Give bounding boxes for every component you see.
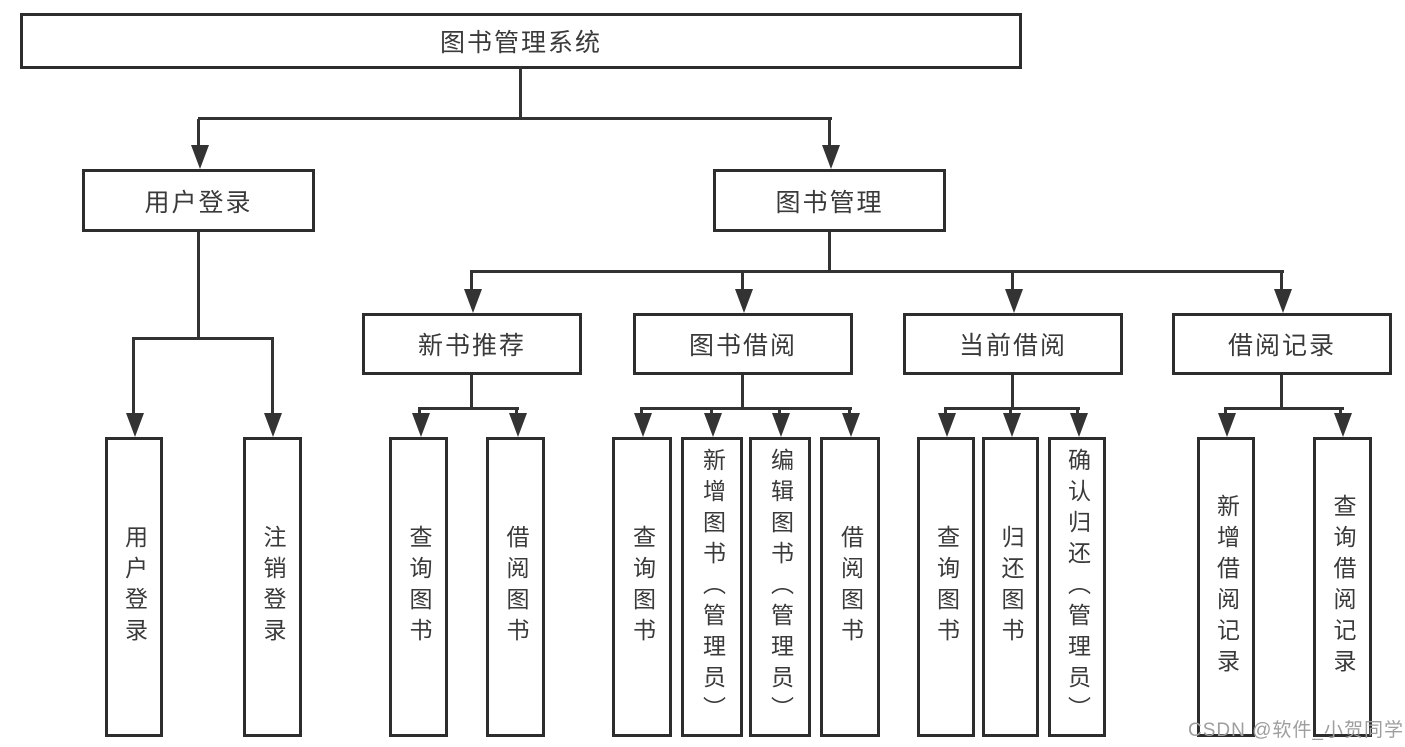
node-leaf-borrow-book-2: 借阅图书 [820, 437, 880, 737]
node-leaf-logout: 注销登录 [243, 437, 302, 737]
connector-arrow-stem [197, 119, 200, 149]
arrowhead-down-icon [735, 289, 753, 313]
connector-stem [470, 375, 473, 409]
arrowhead-down-icon [822, 145, 840, 169]
arrowhead-down-icon [704, 413, 722, 437]
watermark-text: CSDN @软件_小贺同学 [1188, 720, 1404, 741]
connector-stem [1280, 375, 1283, 409]
connector-arrow-stem [1011, 272, 1014, 292]
connector-branch-line [418, 407, 519, 410]
connector-branch-line [944, 407, 1080, 410]
node-label: 借阅图书 [837, 525, 864, 649]
node-leaf-add-book-admin: 新增图书（管理员） [681, 437, 743, 737]
arrowhead-down-icon [938, 413, 956, 437]
arrowhead-down-icon [1003, 413, 1021, 437]
node-leaf-query-borrow-record: 查询借阅记录 [1313, 437, 1372, 737]
node-label: 查询图书 [933, 525, 960, 649]
node-label: 注销登录 [260, 525, 286, 649]
node-borrow-records: 借阅记录 [1172, 313, 1392, 375]
node-label: 用户登录 [121, 525, 148, 649]
connector-stem [741, 375, 744, 409]
arrowhead-down-icon [412, 413, 430, 437]
arrowhead-down-icon [509, 413, 527, 437]
node-book-borrow: 图书借阅 [633, 313, 853, 375]
node-leaf-add-borrow-record: 新增借阅记录 [1197, 437, 1255, 737]
arrowhead-down-icon [772, 413, 790, 437]
node-label: 查询借阅记录 [1330, 494, 1356, 680]
connector-arrow-stem [741, 272, 744, 292]
connector-arrow-stem [1280, 272, 1283, 292]
connector-stem [1011, 375, 1014, 409]
connector-branch-line [470, 270, 1284, 273]
node-label: 归还图书 [998, 525, 1024, 649]
node-label: 确认归还（管理员） [1064, 447, 1091, 727]
arrowhead-down-icon [1274, 289, 1292, 313]
connector-stem [197, 232, 200, 339]
arrowhead-down-icon [126, 413, 144, 437]
node-label: 新增借阅记录 [1213, 494, 1240, 680]
node-label: 新增图书（管理员） [699, 447, 726, 727]
node-leaf-query-book-3: 查询图书 [917, 437, 975, 737]
node-leaf-query-book-1: 查询图书 [389, 437, 448, 737]
node-user-login: 用户登录 [82, 169, 315, 232]
node-leaf-user-login: 用户登录 [105, 437, 163, 737]
node-leaf-borrow-book-1: 借阅图书 [486, 437, 545, 737]
arrowhead-down-icon [1005, 289, 1023, 313]
arrowhead-down-icon [464, 289, 482, 313]
arrowhead-down-icon [191, 145, 209, 169]
arrowhead-down-icon [264, 413, 282, 437]
arrowhead-down-icon [634, 413, 652, 437]
node-leaf-confirm-return-admin: 确认归还（管理员） [1048, 437, 1106, 737]
connector-branch-line [132, 337, 274, 340]
connector-branch-line [198, 117, 832, 120]
connector-arrow-stem [132, 339, 135, 415]
node-system-root: 图书管理系统 [20, 13, 1022, 69]
connector-arrow-stem [470, 272, 473, 292]
node-leaf-return-book: 归还图书 [982, 437, 1039, 737]
connector-branch-line [640, 407, 852, 410]
arrowhead-down-icon [1334, 413, 1352, 437]
node-leaf-edit-book-admin: 编辑图书（管理员） [749, 437, 811, 737]
connector-arrow-stem [271, 339, 274, 415]
arrowhead-down-icon [842, 413, 860, 437]
node-new-book-recommend: 新书推荐 [362, 313, 582, 375]
node-book-management: 图书管理 [713, 169, 946, 232]
node-current-borrow: 当前借阅 [903, 313, 1123, 375]
arrowhead-down-icon [1218, 413, 1236, 437]
node-label: 查询图书 [629, 525, 656, 649]
arrowhead-down-icon [1070, 413, 1088, 437]
connector-stem [828, 232, 831, 272]
node-label: 查询图书 [406, 525, 432, 649]
connector-arrow-stem [828, 119, 831, 149]
node-label: 借阅图书 [503, 525, 529, 649]
connector-branch-line [1224, 407, 1344, 410]
node-label: 编辑图书（管理员） [767, 447, 794, 727]
node-leaf-query-book-2: 查询图书 [612, 437, 672, 737]
connector-stem [519, 66, 522, 119]
